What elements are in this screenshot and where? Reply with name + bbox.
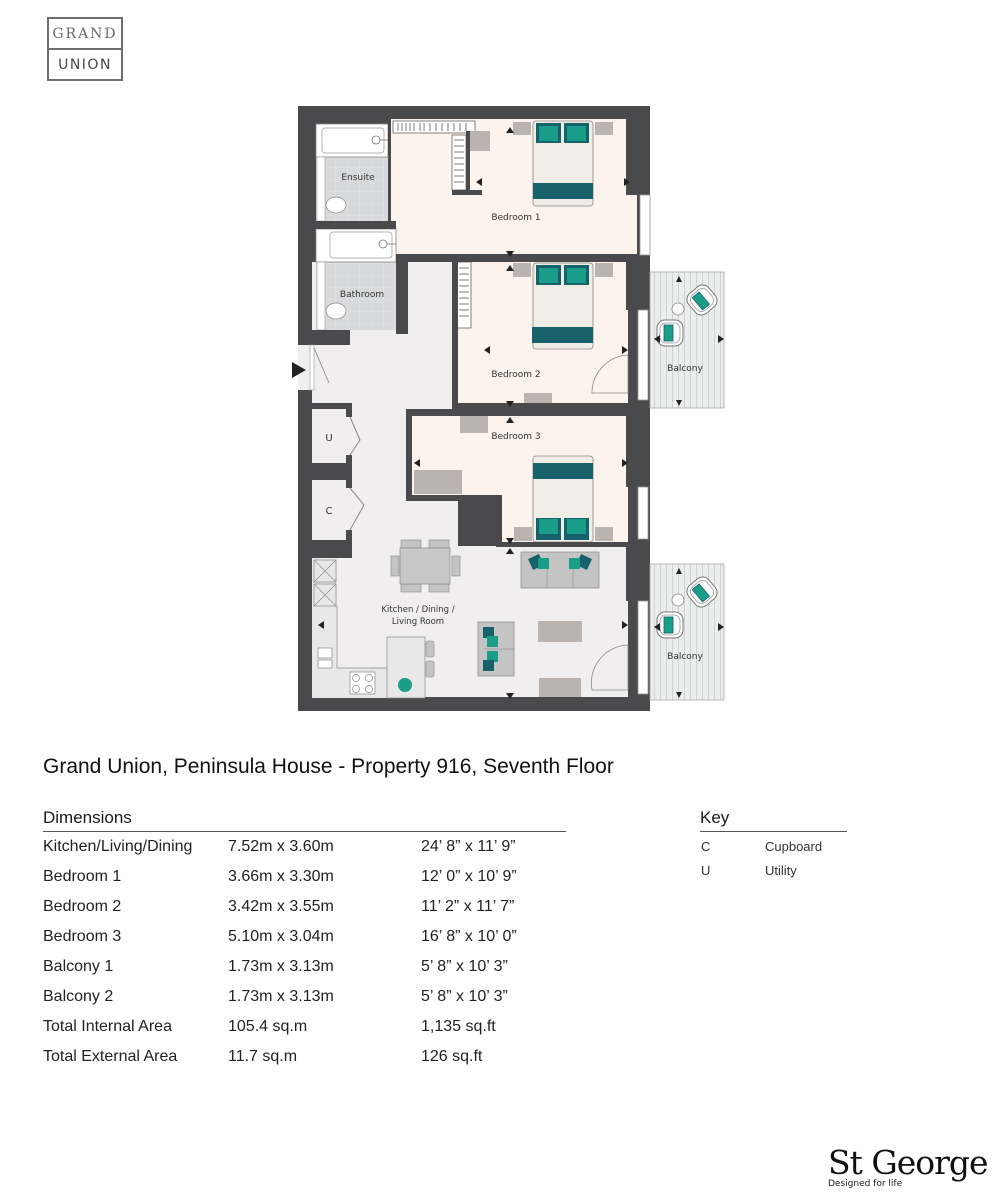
bathroom-floor bbox=[316, 262, 396, 330]
imperial-size: 16’ 8” x 10’ 0” bbox=[421, 928, 517, 945]
key-item: U Utility bbox=[700, 858, 847, 882]
ensuite-floor bbox=[316, 157, 388, 221]
key-code: C bbox=[701, 838, 711, 854]
metric-size: 11.7 sq.m bbox=[228, 1048, 298, 1065]
property-title: Grand Union, Peninsula House - Property … bbox=[43, 755, 614, 778]
room-name: Total Internal Area bbox=[43, 1018, 172, 1035]
label-balcony2: Balcony bbox=[667, 652, 703, 662]
imperial-size: 12’ 0” x 10’ 9” bbox=[421, 868, 517, 885]
label-ensuite: Ensuite bbox=[341, 173, 375, 183]
key-label: Cupboard bbox=[765, 838, 823, 854]
label-bedroom2: Bedroom 2 bbox=[491, 370, 540, 380]
label-bedroom1: Bedroom 1 bbox=[491, 213, 540, 223]
dimension-row: Bedroom 2 3.42m x 3.55m 11’ 2” x 11’ 7” bbox=[43, 892, 566, 922]
label-bathroom: Bathroom bbox=[340, 290, 384, 300]
metric-size: 1.73m x 3.13m bbox=[228, 988, 334, 1005]
dimensions-header: Dimensions bbox=[43, 808, 566, 832]
logo-line-2: UNION bbox=[58, 56, 112, 73]
metric-size: 7.52m x 3.60m bbox=[228, 838, 334, 855]
room-name: Bedroom 3 bbox=[43, 928, 122, 945]
room-name: Total External Area bbox=[43, 1048, 178, 1065]
key-item: C Cupboard bbox=[700, 834, 847, 858]
floor-plan: Ensuite Bedroom 1 Bathroom Bedroom 2 Bed… bbox=[292, 106, 725, 711]
imperial-size: 126 sq.ft bbox=[421, 1048, 483, 1065]
metric-size: 3.66m x 3.30m bbox=[228, 868, 334, 885]
key-label: Utility bbox=[765, 862, 797, 878]
room-name: Balcony 1 bbox=[43, 958, 114, 975]
dimension-row: Bedroom 3 5.10m x 3.04m 16’ 8” x 10’ 0” bbox=[43, 922, 566, 952]
imperial-size: 5’ 8” x 10’ 3” bbox=[421, 958, 508, 975]
dimension-row: Balcony 1 1.73m x 3.13m 5’ 8” x 10’ 3” bbox=[43, 952, 566, 982]
grand-union-logo: GRAND UNION bbox=[47, 17, 123, 81]
metric-size: 5.10m x 3.04m bbox=[228, 928, 334, 945]
label-bedroom3: Bedroom 3 bbox=[491, 432, 540, 442]
st-george-logo: St George Designed for life bbox=[828, 1143, 989, 1190]
room-name: Bedroom 1 bbox=[43, 868, 122, 885]
plant-icon bbox=[398, 678, 412, 692]
imperial-size: 24’ 8” x 11’ 9” bbox=[421, 838, 516, 855]
brand-name: St George bbox=[828, 1143, 989, 1182]
cupboard-room bbox=[312, 480, 346, 540]
imperial-size: 11’ 2” x 11’ 7” bbox=[421, 898, 515, 915]
dimension-row: Total Internal Area 105.4 sq.m 1,135 sq.… bbox=[43, 1012, 566, 1042]
key-code: U bbox=[701, 862, 711, 878]
entrance-arrow-icon bbox=[292, 362, 306, 378]
room-name: Kitchen/Living/Dining bbox=[43, 838, 193, 855]
dimension-row: Bedroom 1 3.66m x 3.30m 12’ 0” x 10’ 9” bbox=[43, 862, 566, 892]
room-name: Balcony 2 bbox=[43, 988, 114, 1005]
logo-line-1: GRAND bbox=[49, 19, 121, 50]
label-balcony1: Balcony bbox=[667, 364, 703, 374]
dimension-row: Balcony 2 1.73m x 3.13m 5’ 8” x 10’ 3” bbox=[43, 982, 566, 1012]
metric-size: 1.73m x 3.13m bbox=[228, 958, 334, 975]
brand-tagline: Designed for life bbox=[828, 1179, 903, 1189]
imperial-size: 1,135 sq.ft bbox=[421, 1018, 496, 1035]
bedroom1-floor bbox=[391, 119, 637, 254]
imperial-size: 5’ 8” x 10’ 3” bbox=[421, 988, 508, 1005]
label-kitchen-line1: Kitchen / Dining / bbox=[381, 605, 454, 615]
utility-room bbox=[312, 409, 346, 463]
dimension-row: Kitchen/Living/Dining 7.52m x 3.60m 24’ … bbox=[43, 832, 566, 862]
label-cupboard: C bbox=[326, 506, 333, 517]
label-utility: U bbox=[325, 433, 332, 444]
room-name: Bedroom 2 bbox=[43, 898, 122, 915]
dimensions-table: Dimensions Kitchen/Living/Dining 7.52m x… bbox=[43, 808, 566, 1072]
metric-size: 105.4 sq.m bbox=[228, 1018, 308, 1035]
metric-size: 3.42m x 3.55m bbox=[228, 898, 334, 915]
label-kitchen-line2: Living Room bbox=[392, 617, 444, 627]
key-legend: Key C Cupboard U Utility bbox=[700, 808, 847, 882]
dimension-row: Total External Area 11.7 sq.m 126 sq.ft bbox=[43, 1042, 566, 1072]
key-header: Key bbox=[700, 808, 847, 832]
